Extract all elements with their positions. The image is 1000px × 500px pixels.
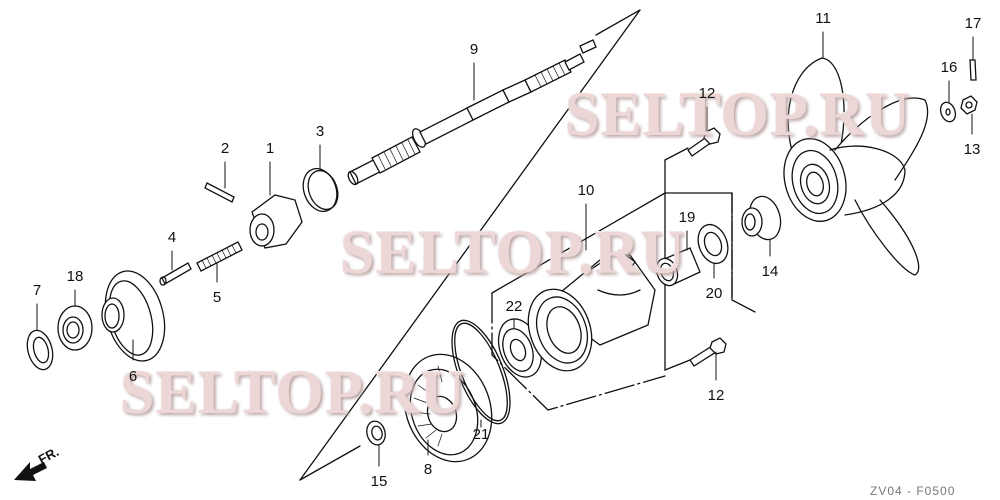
washer-part-15 bbox=[366, 420, 386, 446]
propeller-part-11 bbox=[783, 57, 929, 276]
callout-18: 18 bbox=[66, 268, 84, 285]
diagram-code: ZV04 - F0500 bbox=[870, 484, 956, 498]
pin-part-2 bbox=[204, 182, 235, 203]
bolt-part-12-bottom bbox=[689, 337, 727, 367]
o-ring-part-21 bbox=[451, 319, 511, 425]
bearing-holder-part-10 bbox=[527, 249, 656, 372]
ring-part-3 bbox=[302, 167, 339, 213]
thrust-washer-part-14 bbox=[741, 195, 782, 241]
spring-part-5 bbox=[196, 241, 243, 272]
forward-gear-part-6 bbox=[101, 270, 166, 362]
callout-6: 6 bbox=[128, 368, 138, 385]
front-direction-arrow-icon bbox=[14, 462, 47, 481]
bolt-part-12-top bbox=[687, 127, 721, 157]
callout-5: 5 bbox=[212, 289, 222, 306]
seal-part-7 bbox=[26, 329, 54, 371]
callout-9: 9 bbox=[469, 41, 479, 58]
washer-part-16 bbox=[939, 101, 957, 123]
cotter-pin-part-17 bbox=[969, 59, 977, 81]
callout-19: 19 bbox=[678, 209, 696, 226]
seal-part-20 bbox=[697, 223, 729, 265]
reverse-gear-part-8 bbox=[403, 353, 493, 463]
callout-8: 8 bbox=[423, 461, 433, 478]
clutch-part-1 bbox=[249, 194, 303, 249]
callout-15: 15 bbox=[370, 473, 388, 490]
callout-2: 2 bbox=[220, 140, 230, 157]
callout-11: 11 bbox=[815, 10, 831, 27]
callout-22: 22 bbox=[505, 298, 523, 315]
callout-1: 1 bbox=[265, 140, 275, 157]
propeller-shaft bbox=[347, 39, 597, 186]
callout-10: 10 bbox=[577, 182, 595, 199]
leader-lines bbox=[36, 31, 974, 467]
callout-13: 13 bbox=[963, 141, 981, 158]
callout-20: 20 bbox=[705, 285, 723, 302]
guide-lines bbox=[299, 9, 756, 481]
callout-12-bottom: 12 bbox=[707, 387, 725, 404]
callout-16: 16 bbox=[940, 59, 958, 76]
callout-3: 3 bbox=[315, 123, 325, 140]
bearing-part-18 bbox=[57, 305, 93, 351]
callout-14: 14 bbox=[761, 263, 779, 280]
callout-12-top: 12 bbox=[698, 85, 716, 102]
callout-7: 7 bbox=[32, 282, 42, 299]
nut-part-13 bbox=[960, 95, 978, 115]
callout-17: 17 bbox=[964, 15, 982, 32]
pin-part-4 bbox=[159, 262, 192, 286]
needle-bearing-part-19 bbox=[655, 247, 701, 287]
callout-4: 4 bbox=[167, 229, 177, 246]
callout-21: 21 bbox=[472, 426, 490, 443]
